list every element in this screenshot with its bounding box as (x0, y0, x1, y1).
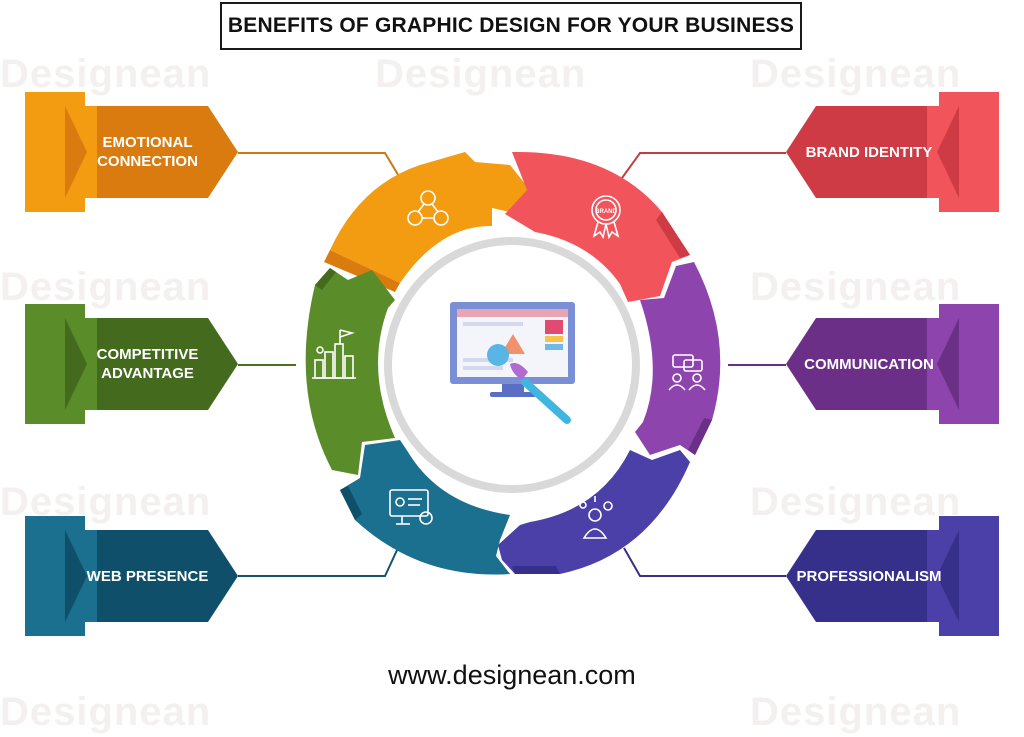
connector-line (623, 547, 786, 577)
chat-people-icon (668, 354, 706, 391)
tag-emotional-connection: EMOTIONAL CONNECTION (25, 92, 295, 212)
connector-line (238, 152, 401, 179)
monitor-paintbrush-icon (450, 302, 575, 424)
brand-badge-text: BRAND (595, 209, 617, 215)
page-title: BENEFITS OF GRAPHIC DESIGN FOR YOUR BUSI… (227, 14, 795, 37)
tag-web-presence: WEB PRESENCE (25, 516, 295, 636)
segment-shadow (340, 486, 362, 520)
segment-shadow (512, 566, 560, 574)
growth-chart-icon (312, 329, 356, 379)
tag-communication: COMMUNICATION (729, 304, 999, 424)
tag-competitive-advantage: COMPETITIVE ADVANTAGE (25, 304, 295, 424)
segment-communication (635, 262, 721, 455)
tag-brand-identity: BRAND IDENTITY (729, 92, 999, 212)
segment-shadow (315, 268, 336, 290)
segment-competitive-advantage (305, 268, 395, 475)
tag-label: COMPETITIVE ADVANTAGE (96, 346, 199, 382)
segment-web-presence (340, 440, 510, 575)
connector-line (238, 547, 399, 577)
tag-label: BRAND IDENTITY (805, 143, 933, 161)
tag-professionalism: PROFESSIONALISM (729, 516, 999, 636)
title-box: BENEFITS OF GRAPHIC DESIGN FOR YOUR BUSI… (220, 2, 802, 50)
connector-line (621, 152, 786, 179)
brand-badge-icon (591, 195, 621, 240)
segment-brand-identity (505, 151, 690, 302)
tag-label: WEB PRESENCE (86, 567, 209, 585)
segment-shadow (324, 250, 400, 292)
segment-shadow (656, 212, 690, 258)
web-profile-icon (389, 489, 433, 525)
tag-label: COMMUNICATION (804, 355, 934, 373)
tag-label: PROFESSIONALISM (796, 567, 942, 585)
people-network-icon (407, 190, 449, 226)
segment-shadow (688, 418, 712, 455)
footer-url: www.designean.com (388, 660, 636, 690)
tag-label: EMOTIONAL CONNECTION (97, 134, 198, 170)
segment-professionalism (498, 450, 690, 574)
professional-person-icon (579, 496, 613, 539)
